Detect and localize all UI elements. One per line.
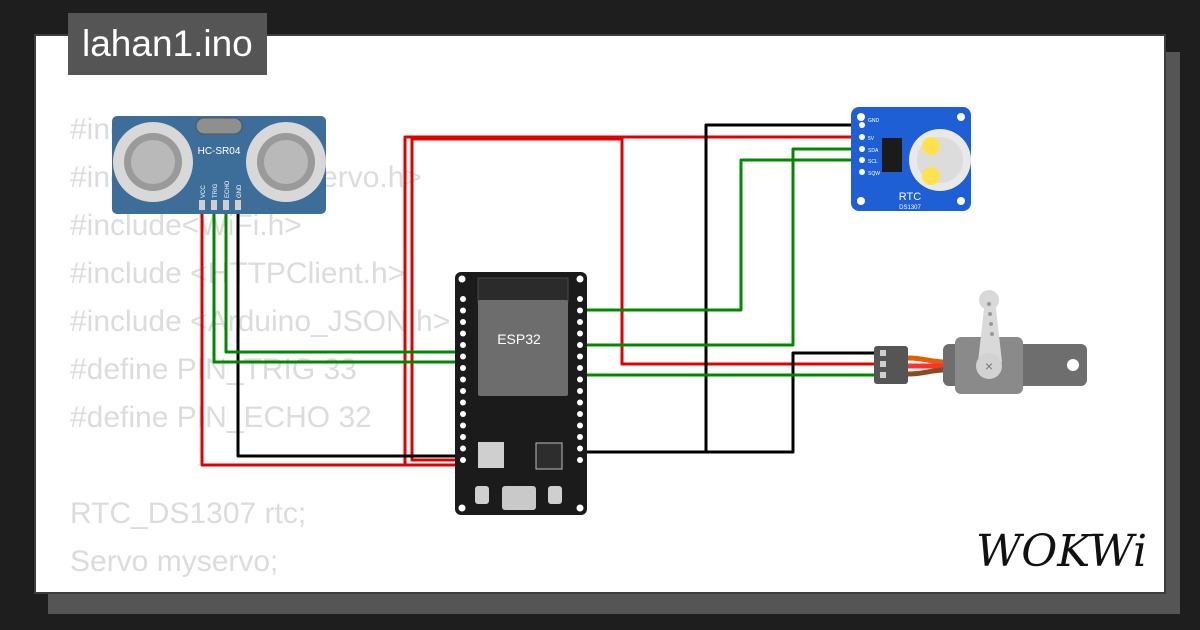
esp32-pin: [577, 296, 583, 302]
pin-label: SQW: [868, 171, 880, 177]
esp32-pin: [460, 296, 466, 302]
esp32-pin: [577, 457, 583, 463]
esp32-pin: [460, 353, 466, 360]
pin-label: SDA: [868, 148, 879, 154]
esp32-pin: [460, 411, 466, 417]
wire-sensor-gnd: [236, 200, 462, 458]
esp32-pin: [460, 307, 466, 314]
wokwi-logo-text: WOKWi: [976, 526, 1147, 577]
file-title: lahan1.ino: [68, 13, 267, 75]
esp32-pin: [577, 342, 583, 348]
esp32-pin: [460, 365, 466, 371]
code-line: #define PIN_TRIG 33: [70, 353, 357, 386]
esp32-pin: [577, 388, 583, 394]
ultrasonic-sensor[interactable]: HC-SR04 VCC TRIG ECHO GND: [112, 116, 326, 214]
wire-sensor-trig: [212, 200, 462, 364]
code-line: #include<WiFi.h>: [70, 209, 302, 242]
esp32-pin: [577, 353, 583, 360]
esp32-pin: [577, 307, 583, 314]
esp32-pin: [460, 330, 466, 337]
wire-sensor-echo: [224, 200, 462, 354]
esp32-pin: [460, 319, 466, 325]
esp32-pin: [577, 399, 583, 406]
pin-label: GND: [868, 118, 880, 124]
esp32-pin: [460, 457, 466, 463]
rtc-model-label: DS1307: [899, 205, 921, 211]
esp32-pin: [577, 434, 583, 440]
wire-rtc-sda: [580, 158, 862, 312]
esp32-pin: [460, 434, 466, 440]
wire-rtc-scl: [580, 147, 862, 347]
pin-label: TRIG: [213, 183, 219, 198]
esp32-pin: [460, 422, 466, 429]
esp32-pin: [460, 342, 466, 348]
esp32-label: ESP32: [497, 331, 541, 347]
wokwi-logo-icon: WOKWi: [976, 526, 1147, 577]
servo-motor[interactable]: ×: [874, 290, 1087, 394]
code-line: Servo myservo;: [70, 545, 279, 578]
esp32-pin: [577, 330, 583, 337]
code-line: #include <Arduino_JSON.h>: [70, 305, 451, 338]
esp32-pin: [460, 399, 466, 406]
wokwi-logo: WOKWi: [972, 520, 1152, 583]
esp32-pin: [460, 376, 466, 383]
wire-servo-vcc: [410, 137, 882, 462]
esp32-pins-left: [460, 296, 466, 463]
wire-rtc-5v: [403, 135, 862, 467]
pin-label: 5V: [868, 136, 875, 142]
esp32-pin: [577, 411, 583, 417]
ultrasonic-label: HC-SR04: [198, 146, 241, 157]
wire-servo-gnd: [706, 351, 882, 454]
pin-label: SCL: [868, 159, 878, 165]
esp32-pin: [577, 376, 583, 383]
rtc-module[interactable]: RTC DS1307 GND 5V SDA SCL SQW: [851, 107, 971, 211]
servo-hub-icon: ×: [985, 358, 993, 374]
code-line: RTC_DS1307 rtc;: [70, 497, 307, 530]
wire-sensor-vcc: [200, 200, 462, 467]
rtc-label: RTC: [899, 191, 921, 203]
wire-rtc-gnd: [580, 123, 862, 454]
esp32-pin: [460, 388, 466, 394]
pin-label: GND: [237, 184, 243, 198]
esp32-pin: [577, 365, 583, 371]
esp32-pins-right: [577, 296, 583, 463]
esp32-board[interactable]: ESP32: [455, 272, 587, 515]
esp32-pin: [577, 445, 583, 452]
pin-label: VCC: [201, 185, 207, 198]
esp32-pin: [577, 422, 583, 429]
esp32-pin: [460, 445, 466, 452]
pin-label: ECHO: [225, 180, 231, 198]
esp32-pin: [577, 319, 583, 325]
